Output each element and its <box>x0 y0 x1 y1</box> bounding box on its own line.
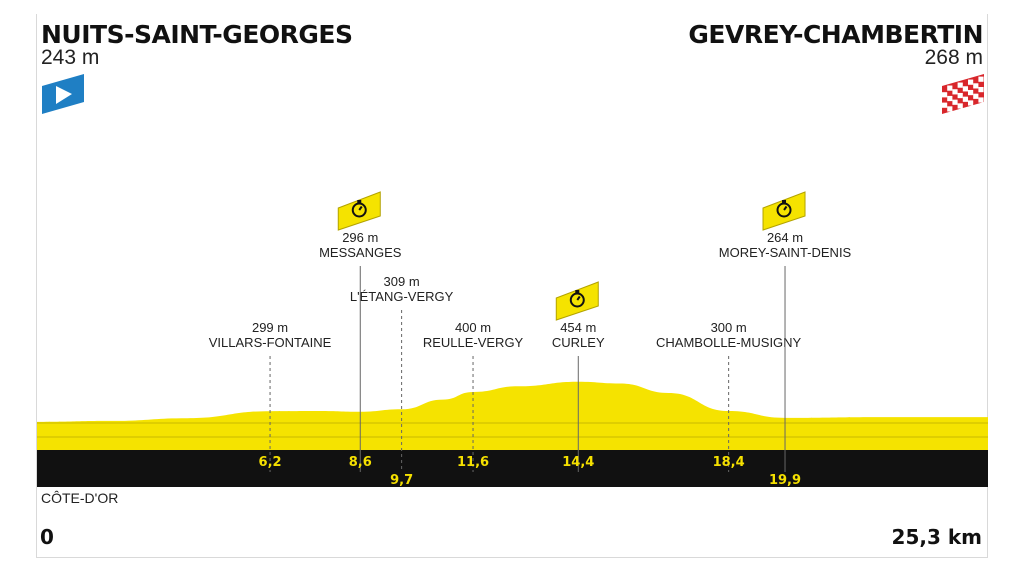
waypoint-km-label: 6,2 <box>259 455 282 470</box>
finish-flag-check <box>947 106 953 112</box>
waypoint-name: CURLEY <box>552 335 605 350</box>
finish-flag-icon <box>942 74 984 114</box>
waypoint-altitude: 309 m <box>384 274 420 289</box>
waypoint-name: CHAMBOLLE-MUSIGNY <box>656 335 802 350</box>
distance-start: 0 <box>40 525 54 549</box>
start-flag-icon <box>42 74 84 114</box>
stopwatch-crown <box>782 200 787 203</box>
finish-flag-check <box>952 99 958 105</box>
finish-flag-check <box>942 102 948 108</box>
profile-frame <box>36 14 988 558</box>
finish-flag-check <box>947 95 953 102</box>
start-altitude: 243 m <box>41 46 100 69</box>
start-town: NUITS-SAINT-GEORGES <box>41 20 353 49</box>
finish-flag-check <box>957 103 963 109</box>
start-flag-arrow <box>56 86 72 104</box>
waypoint-altitude: 400 m <box>455 320 491 335</box>
finish-flag-check <box>978 76 984 82</box>
waypoint-km-label: 18,4 <box>713 455 745 470</box>
stopwatch-icon <box>762 191 806 231</box>
waypoint-altitude: 296 m <box>342 230 378 245</box>
stopwatch-icon <box>337 191 381 231</box>
distance-end: 25,3 km <box>891 525 982 549</box>
finish-flag-check <box>952 89 958 95</box>
stopwatch-face <box>776 202 792 218</box>
finish-flag-check <box>957 92 963 99</box>
waypoint-km-label: 9,7 <box>390 473 413 488</box>
waypoint-altitude: 264 m <box>767 230 803 245</box>
waypoint-km-label: 14,4 <box>562 455 594 470</box>
stopwatch-crown <box>575 290 580 293</box>
stopwatch-hand <box>576 295 581 301</box>
waypoint-name: REULLE-VERGY <box>423 335 524 350</box>
waypoint-name: L'ÉTANG-VERGY <box>350 289 454 304</box>
finish-flag-check <box>942 92 948 98</box>
finish-flag-check <box>973 83 979 89</box>
timecheck-badge <box>762 191 806 231</box>
timecheck-badge <box>337 191 381 231</box>
finish-flag-check <box>947 85 953 91</box>
finish-flag-check <box>957 82 963 88</box>
stopwatch-hand <box>783 205 788 211</box>
stopwatch-crown <box>357 200 362 203</box>
waypoint-altitude: 300 m <box>711 320 747 335</box>
waypoint-name: MESSANGES <box>319 245 402 260</box>
waypoint-name: MOREY-SAINT-DENIS <box>719 245 852 260</box>
waypoint-name: VILLARS-FONTAINE <box>209 335 332 350</box>
finish-altitude: 268 m <box>924 46 983 69</box>
waypoint-3: 9,7 309 mL'ÉTANG-VERGY <box>350 274 454 488</box>
finish-flag-check <box>968 79 974 85</box>
waypoint-altitude: 299 m <box>252 320 288 335</box>
stopwatch-face <box>569 292 585 308</box>
waypoint-km-label: 19,9 <box>769 473 801 488</box>
finish-flag-check <box>962 96 968 102</box>
timecheck-badge <box>555 281 599 321</box>
stopwatch-face <box>351 202 367 218</box>
waypoint-km-label: 8,6 <box>349 455 372 470</box>
waypoint-altitude: 454 m <box>560 320 596 335</box>
stopwatch-hand <box>358 205 363 211</box>
finish-flag-check <box>968 89 974 96</box>
finish-flag-check <box>978 97 984 103</box>
region-label: CÔTE-D'OR <box>41 490 119 506</box>
waypoint-km-label: 11,6 <box>457 455 489 470</box>
finish-flag-check <box>978 87 984 93</box>
finish-town: GEVREY-CHAMBERTIN <box>688 20 983 49</box>
stopwatch-icon <box>555 281 599 321</box>
finish-flag-check <box>968 100 974 106</box>
finish-flag-check <box>973 93 979 99</box>
distance-band <box>37 450 988 487</box>
finish-flag-check <box>962 86 968 92</box>
elevation-area <box>37 381 988 450</box>
